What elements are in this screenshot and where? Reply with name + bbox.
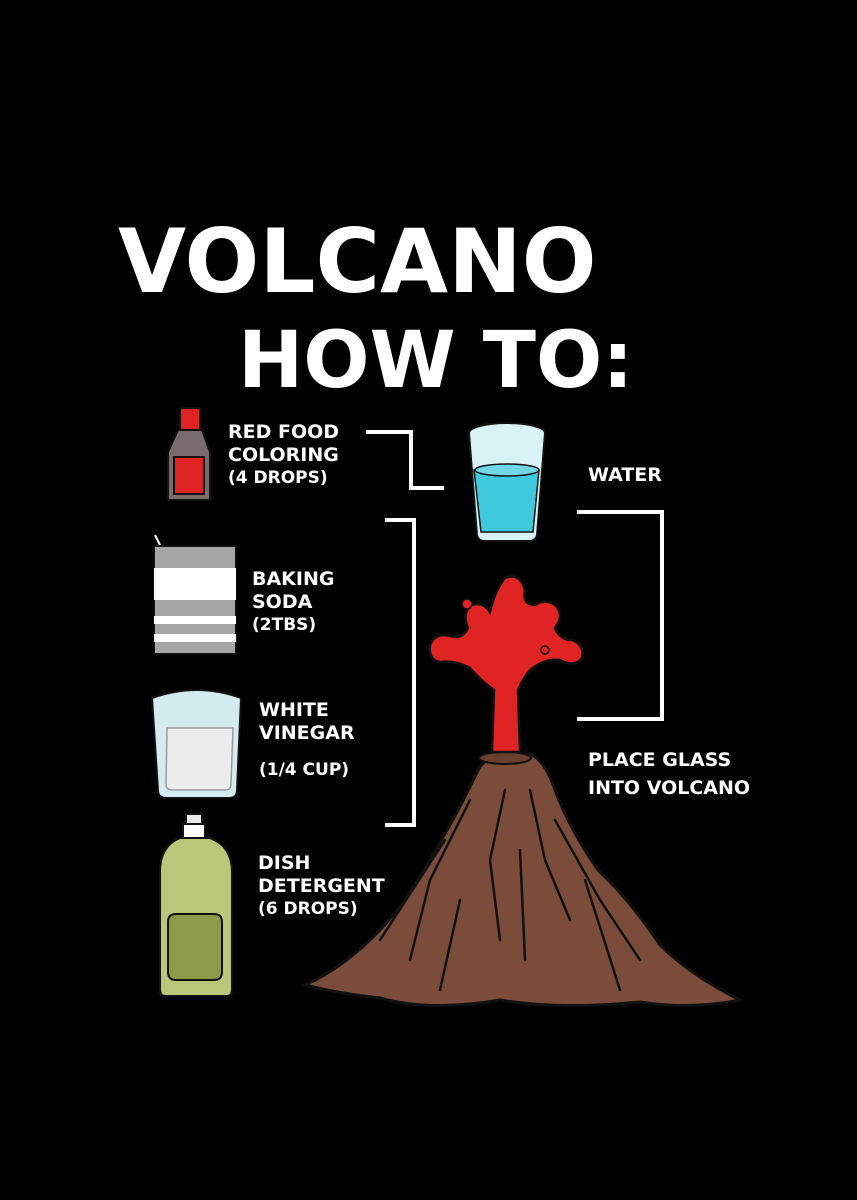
connector-lines	[366, 430, 664, 827]
title-how-to: HOW TO:	[238, 316, 634, 406]
label-line: WHITE	[259, 699, 329, 721]
label-quantity: (4 DROPS)	[228, 468, 328, 488]
connector-red-to-water	[366, 430, 444, 490]
label-quantity: (1/4 CUP)	[259, 760, 350, 780]
label-baking-soda: BAKING SODA (2TBS)	[252, 568, 334, 637]
water-glass-icon	[468, 422, 546, 542]
label-water: WATER	[588, 464, 662, 487]
label-line: PLACE GLASS	[588, 749, 732, 771]
label-line: INTO VOLCANO	[588, 777, 751, 799]
label-white-vinegar: WHITE VINEGAR (1/4 CUP)	[259, 699, 355, 782]
title-volcano: VOLCANO	[118, 210, 597, 313]
label-line: DISH	[258, 852, 311, 874]
label-quantity: (2TBS)	[252, 615, 317, 635]
label-quantity: (6 DROPS)	[258, 899, 358, 919]
detergent-bottle-icon	[159, 813, 233, 997]
ketchup-bottle-icon	[167, 407, 211, 501]
label-line: DETERGENT	[258, 875, 385, 897]
measuring-cup-icon	[150, 689, 243, 799]
volcano-icon	[300, 575, 745, 1008]
label-line: BAKING	[252, 568, 335, 590]
connector-ingredients-bracket	[385, 518, 416, 827]
label-line: VINEGAR	[259, 722, 355, 744]
label-line: COLORING	[228, 444, 339, 466]
label-line: WATER	[588, 464, 662, 486]
label-dish-detergent: DISH DETERGENT (6 DROPS)	[258, 852, 385, 921]
connector-water-to-volcano	[577, 510, 664, 721]
label-red-food-coloring: RED FOOD COLORING (4 DROPS)	[228, 421, 339, 490]
label-line: RED FOOD	[228, 421, 340, 443]
label-line: SODA	[252, 591, 313, 613]
baking-soda-box-icon	[153, 534, 237, 655]
label-place-glass-instruction: PLACE GLASS INTO VOLCANO	[588, 746, 750, 802]
